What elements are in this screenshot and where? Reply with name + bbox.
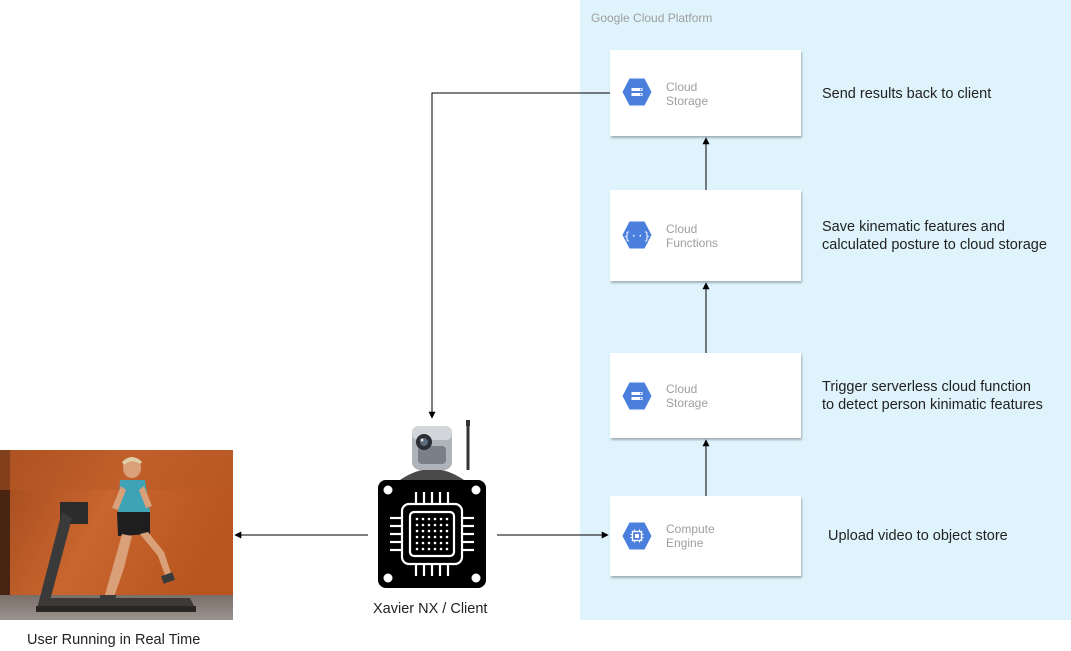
service-label: Cloud Storage — [666, 382, 709, 410]
service-label: Compute Engine — [666, 522, 715, 550]
video-caption: User Running in Real Time — [27, 632, 201, 648]
cloud-functions-icon: {··} — [622, 221, 652, 249]
client-label: Xavier NX / Client — [373, 601, 488, 617]
processor-chip-icon — [378, 480, 486, 588]
service-label: Cloud Storage — [666, 80, 709, 108]
step-trigger-function-text: Trigger serverless cloud function to det… — [822, 379, 1043, 413]
camera-icon — [400, 420, 470, 480]
cloud-storage-results-card[interactable]: Cloud Storage — [610, 50, 801, 136]
cloud-storage-video-card[interactable]: Cloud Storage — [610, 353, 801, 438]
svg-text:{··}: {··} — [624, 230, 651, 243]
step-upload-video-text: Upload video to object store — [828, 528, 1008, 544]
service-label: Cloud Functions — [666, 222, 719, 250]
compute-engine-card[interactable]: Compute Engine — [610, 496, 801, 576]
step-save-features-text: Save kinematic features and calculated p… — [822, 219, 1047, 253]
xavier-nx-device[interactable] — [374, 418, 490, 590]
cloud-storage-icon — [622, 78, 652, 106]
cloud-functions-card[interactable]: {··} Cloud Functions — [610, 190, 801, 281]
gcp-region-title: Google Cloud Platform — [591, 11, 713, 25]
runner-video-frame — [0, 450, 233, 620]
arrow-storage-to-client — [428, 92, 610, 419]
step-send-results-text: Send results back to client — [822, 86, 992, 102]
compute-engine-icon — [622, 522, 652, 550]
cloud-storage-icon — [622, 382, 652, 410]
runner-image — [0, 450, 233, 620]
